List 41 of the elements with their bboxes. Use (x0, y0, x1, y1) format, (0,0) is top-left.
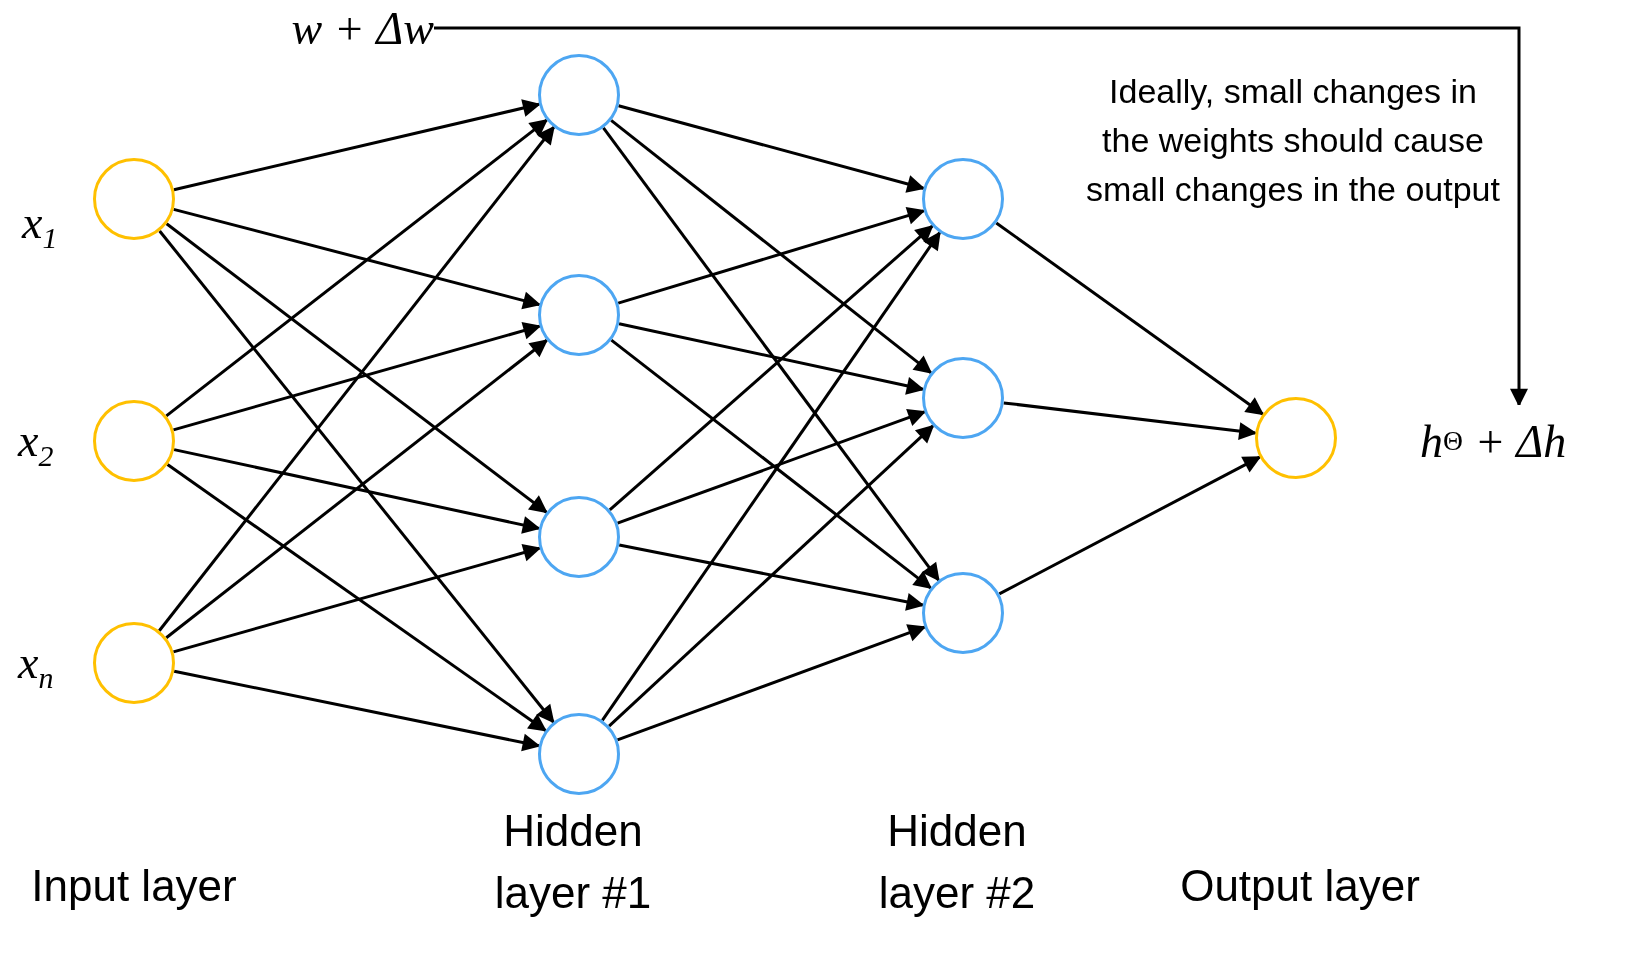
arrow (173, 543, 542, 654)
neuron-circle (538, 713, 620, 795)
arrow (173, 448, 541, 534)
arrow (618, 543, 925, 611)
arrow (602, 127, 940, 582)
arrow (617, 206, 926, 305)
arrow (173, 99, 541, 192)
arrow (617, 409, 927, 525)
note-text: Ideally, small changes in the weights should cause small changes in the output (1085, 71, 1501, 210)
layer-label: Output layer (1179, 860, 1421, 912)
arrow (173, 669, 541, 752)
layer-label: Input layer (30, 860, 238, 912)
layer-label: Hidden layer #2 (877, 805, 1037, 919)
neuron-circle (922, 357, 1004, 439)
arrow (610, 338, 933, 590)
arrow (173, 321, 542, 432)
arrow (998, 455, 1262, 596)
neuron-circle (538, 54, 620, 136)
arrow (165, 222, 548, 514)
arrow (616, 624, 927, 742)
arrow (166, 463, 547, 732)
arrow (618, 322, 925, 395)
arrow (608, 224, 934, 512)
input-variable: x$_{n}$ (18, 640, 54, 694)
arrow (165, 119, 549, 417)
input-variable: x$_{1}$ (22, 200, 58, 254)
arrow (434, 26, 1528, 407)
neuron-circle (922, 158, 1004, 240)
arrow (158, 125, 555, 632)
arrow (995, 221, 1265, 416)
neuron-circle (922, 572, 1004, 654)
arrow (618, 104, 926, 193)
arrow (608, 424, 935, 728)
layer-label: Hidden layer #1 (493, 805, 653, 919)
arrow (173, 207, 542, 310)
arrow (610, 119, 933, 374)
input-variable: x$_{2}$ (18, 418, 54, 472)
arrow (601, 231, 941, 722)
neuron-circle (538, 496, 620, 578)
arrow (165, 339, 549, 639)
arrow (158, 230, 555, 724)
